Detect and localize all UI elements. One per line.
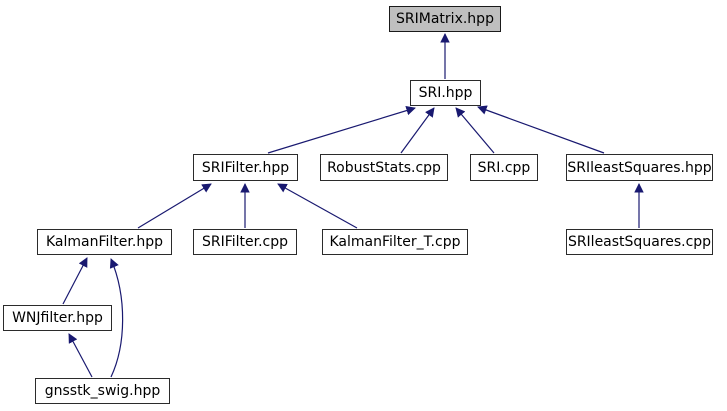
edge-gnsstk-swig-hpp-to-kalmanfilter-hpp <box>109 258 124 378</box>
edge-srileastsquares-hpp-to-sri-hpp <box>477 105 605 154</box>
node-wnjfilter-hpp[interactable]: WNJfilter.hpp <box>3 305 112 331</box>
edge-srifilter-hpp-to-sri-hpp <box>267 105 416 154</box>
edge-kalmanfilter-hpp-to-srifilter-hpp <box>137 183 212 229</box>
node-srimatrix-hpp: SRIMatrix.hpp <box>389 6 501 32</box>
node-srileastsquares-cpp[interactable]: SRIleastSquares.cpp <box>566 229 713 255</box>
edge-wnjfilter-hpp-to-kalmanfilter-hpp <box>62 257 88 305</box>
node-gnsstk-swig-hpp[interactable]: gnsstk_swig.hpp <box>35 378 170 404</box>
edge-kalmanfilter-t-cpp-to-srifilter-hpp <box>277 183 358 229</box>
edge-gnsstk-swig-hpp-to-wnjfilter-hpp <box>68 333 93 378</box>
node-srileastsquares-hpp[interactable]: SRIleastSquares.hpp <box>566 154 713 181</box>
edge-robuststats-cpp-to-sri-hpp <box>400 107 435 154</box>
node-kalmanfilter-hpp[interactable]: KalmanFilter.hpp <box>37 229 172 255</box>
node-srifilter-cpp[interactable]: SRIFilter.cpp <box>193 229 297 255</box>
node-robuststats-cpp[interactable]: RobustStats.cpp <box>320 154 448 181</box>
node-srifilter-hpp[interactable]: SRIFilter.hpp <box>193 154 298 181</box>
node-kalmanfilter-t-cpp[interactable]: KalmanFilter_T.cpp <box>322 229 468 255</box>
edge-sri-cpp-to-sri-hpp <box>455 107 495 154</box>
node-sri-cpp[interactable]: SRI.cpp <box>470 154 538 181</box>
node-sri-hpp[interactable]: SRI.hpp <box>410 80 481 106</box>
